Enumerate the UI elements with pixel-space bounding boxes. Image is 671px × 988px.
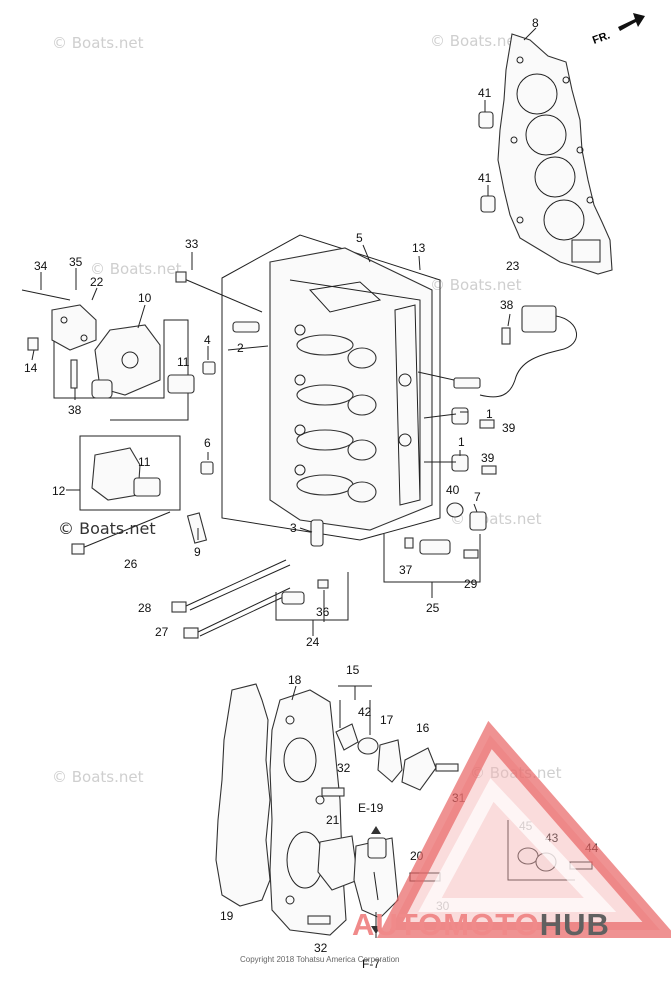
watermark: © Boats.net [430,32,522,50]
callout-27: 27 [155,625,169,639]
callout-41: 41 [478,86,492,100]
callout-10: 10 [138,291,152,305]
gasket [317,835,359,891]
callout-32: 32 [314,941,328,955]
dowel-pin [480,195,496,213]
head-gasket [497,33,613,275]
callout-24: 24 [306,635,320,649]
callout-11: 11 [138,455,151,469]
watermark: © Boats.net [52,34,144,52]
callout-6: 6 [204,436,211,450]
callout-38: 38 [500,298,514,312]
callout-40: 40 [446,483,460,497]
callout-42: 42 [358,705,372,719]
arrow-icon [618,13,645,31]
callout-13: 13 [412,241,426,255]
callout-25: 25 [426,601,440,615]
callout-12: 12 [52,484,66,498]
callout-37: 37 [399,563,413,577]
watermark-main: © Boats.net [58,519,156,538]
callout-22: 22 [90,275,104,289]
callout-41: 41 [478,171,492,185]
watermark: © Boats.net [430,276,522,294]
callout-32: 32 [337,761,351,775]
sensor [453,377,481,389]
callout-38: 38 [68,403,82,417]
callout-7: 7 [474,490,481,504]
brand-overlay: AUTOMOTOHUB [352,720,671,942]
watermark: © Boats.net [52,768,144,786]
callout-11: 11 [177,355,190,369]
callout-35: 35 [69,255,83,269]
callout-5: 5 [356,231,363,245]
callout-1: 1 [458,435,465,449]
temperature-sensor [281,591,305,605]
cylinder-head [221,234,441,541]
bolt [81,511,171,549]
callout-17: 17 [380,713,394,727]
dowel-pin [478,111,494,129]
bolt-head [175,271,187,283]
callout-29: 29 [464,577,478,591]
callout-18: 18 [288,673,302,687]
callout-16: 16 [416,721,430,735]
callout-39: 39 [502,421,516,435]
callout-15: 15 [346,663,360,677]
callout-2: 2 [237,341,244,355]
callout-4: 4 [204,333,211,347]
watermark: © Boats.net [450,510,542,528]
callout-8: 8 [532,16,539,30]
callout-3: 3 [290,521,297,535]
leader-lines [31,27,537,701]
thermostat [335,723,359,751]
vtc-oil-control-assembly [21,289,195,421]
ref-e19: E-19 [358,801,384,815]
callout-33: 33 [185,237,199,251]
brand-wordmark: AUTOMOTOHUB [352,907,610,942]
copyright-text: Copyright 2018 Tohatsu America Corporati… [240,955,400,964]
valve-housing [353,837,399,919]
callout-23: 23 [506,259,520,273]
callout-34: 34 [34,259,48,273]
callout-26: 26 [124,557,138,571]
callout-28: 28 [138,601,152,615]
direction-label: FR. [591,29,612,46]
callout-1: 1 [486,407,493,421]
sensor-connector-cable [479,305,578,398]
callout-36: 36 [316,605,330,619]
callout-39: 39 [481,451,495,465]
ref-f7: F-7 [362,957,380,971]
callout-9: 9 [194,545,201,559]
callout-21: 21 [326,813,340,827]
watermark: © Boats.net [90,260,182,278]
front-direction-indicator: FR. [591,13,645,47]
exhaust-cover-gasket [215,683,271,907]
thermostat-cover [401,747,437,791]
solenoid-sub-assembly [79,435,181,511]
bolt [181,277,263,313]
callout-14: 14 [24,361,38,375]
callout-19: 19 [220,909,234,923]
